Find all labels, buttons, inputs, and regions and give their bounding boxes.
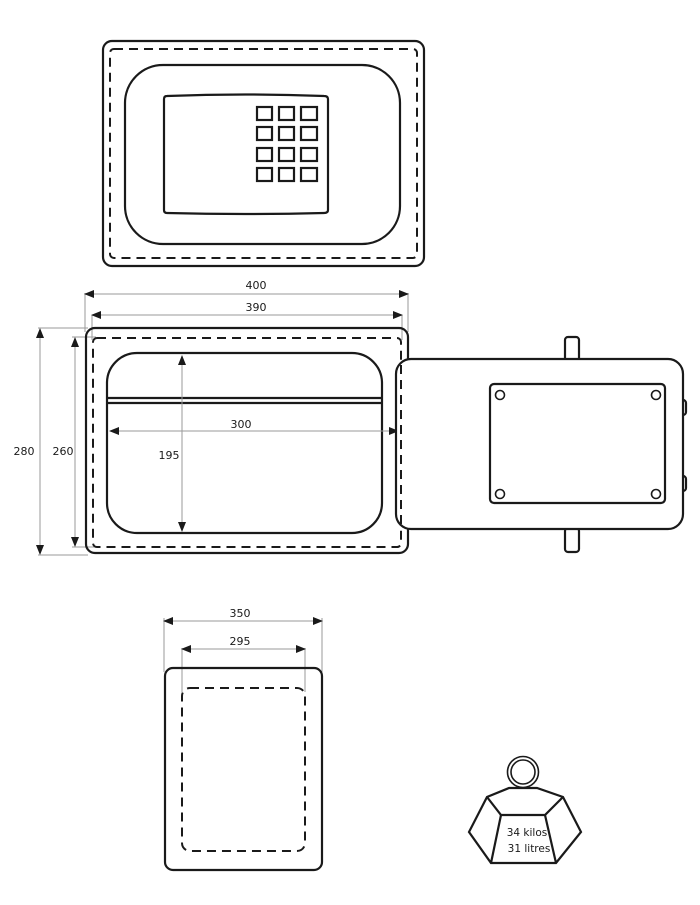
weight-label: 34 kilos (507, 827, 548, 839)
screw-icon (650, 389, 662, 401)
dimension-label-195: 195 (159, 449, 180, 462)
dimension-label-280: 280 (14, 445, 35, 458)
dimension-label-390: 390 (246, 301, 267, 314)
body-inner-dashed (92, 337, 402, 548)
front-closed-view (101, 39, 426, 268)
screw-icon (494, 389, 506, 401)
bolt-bottom (563, 526, 581, 554)
interior-opening (105, 351, 384, 535)
side-view: 350 295 (163, 607, 324, 872)
safe-body-outline (101, 39, 426, 268)
keypad-panel (162, 93, 330, 216)
weight-facet-top (486, 796, 564, 817)
dimension-label-260: 260 (53, 445, 74, 458)
keypad-buttons (255, 105, 319, 183)
door-panel (123, 63, 402, 246)
safe-body-outline (84, 326, 410, 555)
open-door (394, 335, 688, 554)
dimension-label-350: 350 (230, 607, 251, 620)
door-gap-dashed (109, 48, 418, 259)
bolt-top (563, 335, 581, 363)
weight-ring-outer (506, 755, 540, 789)
side-body-outline (163, 666, 324, 872)
dimension-label-300: 300 (231, 418, 252, 431)
weight-badge: 34 kilos 31 litres (467, 755, 583, 865)
screw-icon (494, 488, 506, 500)
side-inner-dashed (181, 687, 306, 852)
screw-icon (650, 488, 662, 500)
front-open-view: 400 390 280 260 300 195 (14, 279, 688, 556)
door-outline (394, 357, 685, 531)
dimension-label-295: 295 (230, 635, 251, 648)
dimension-label-400: 400 (246, 279, 267, 292)
lock-plate (488, 382, 667, 505)
volume-label: 31 litres (508, 843, 551, 855)
weight-ring-inner (510, 759, 536, 785)
